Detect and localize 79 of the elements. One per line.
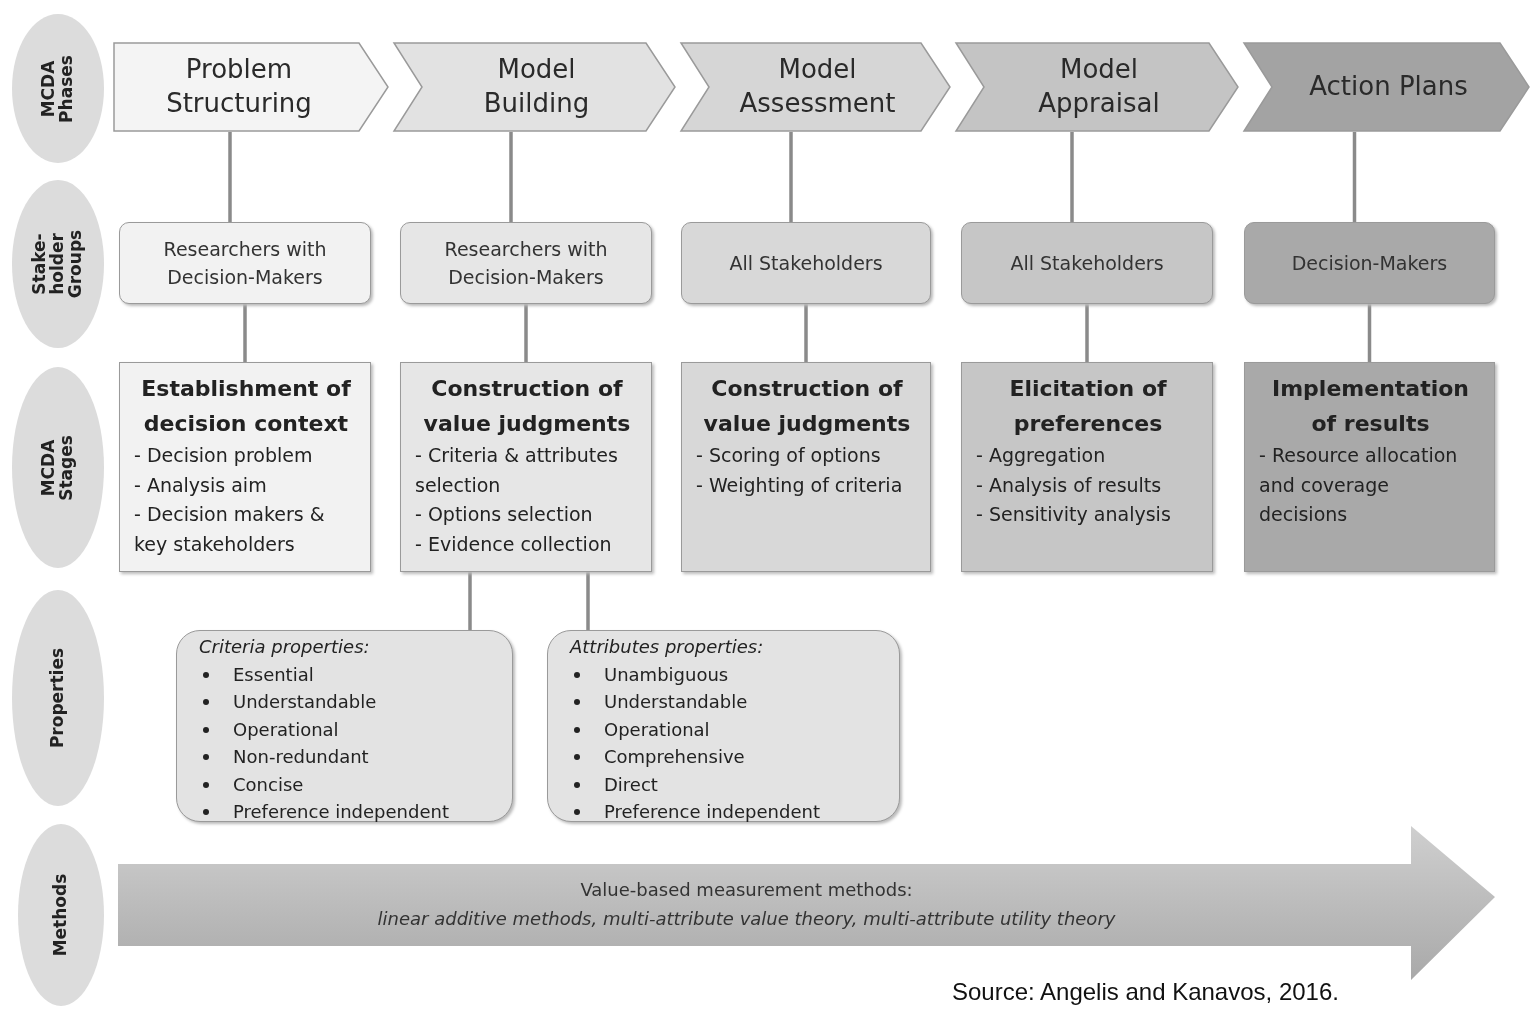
methods-arrow [118,826,1495,980]
stage-item: - Criteria & attributes selection [415,443,619,498]
phase-banner [113,42,389,132]
stage-heading: Elicitation of preferences [1008,375,1168,439]
stakeholder-text: All Stakeholders [729,250,883,276]
stakeholder-box [400,222,652,304]
row-label: MCDA Phases [40,53,76,125]
stage-box [119,362,371,572]
stage-item: - Weighting of criteria [696,472,904,498]
stage-box [961,362,1213,572]
stakeholder-box [961,222,1213,304]
row-label: Properties [49,646,67,751]
stage-item: - Analysis aim [134,472,268,498]
methods-list: linear additive methods, multi-attribute value theory, multi-attribute utility theory [377,905,1116,934]
stage-item: - Decision makers & key stakeholders [134,502,326,557]
phase-banner [680,42,951,132]
stage-item: - Evidence collection [415,531,613,557]
connector-line [804,304,808,362]
property-item: Understandable [570,688,889,716]
stakeholder-text: All Stakeholders [1010,250,1164,276]
property-item: Direct [570,770,889,798]
methods-heading: Value-based measurement methods: [580,878,913,903]
property-item: Comprehensive [570,743,889,771]
connector-line [468,572,472,630]
stakeholder-text: Decision-Makers [1291,250,1448,276]
properties-box [547,630,900,822]
stage-box [400,362,652,572]
stage-heading: Implementation of results [1271,375,1470,439]
phase-title: Model Appraisal [1037,53,1161,120]
connector-line [586,572,590,630]
property-item: Essential [199,660,502,688]
stage-heading: Construction of value judgments [422,375,632,439]
stage-box [1244,362,1495,572]
row-label: Stake- holder Groups [31,229,85,299]
connector-line [524,304,528,362]
stage-item: - Options selection [415,502,594,528]
connector-line [1367,304,1372,362]
property-item: Unambiguous [570,660,889,688]
property-item: Understandable [199,688,502,716]
connector-line [1070,132,1074,222]
stage-item: - Resource allocation and coverage decisions [1259,443,1459,528]
stage-heading: Establishment of decision context [140,375,352,439]
property-item: Non-redundant [199,743,502,771]
stakeholder-text: Researchers with Decision-Makers [162,236,328,290]
property-item: Operational [199,715,502,743]
source-note: Source: Angelis and Kanavos, 2016. [952,978,1339,1006]
phase-banner [1243,42,1530,132]
property-item: Operational [570,715,889,743]
stakeholder-box [1244,222,1495,304]
properties-heading: Attributes properties: [570,635,765,659]
row-label: MCDA Stages [40,433,76,503]
phase-title: Action Plans [1309,70,1468,104]
phase-banner [393,42,676,132]
connector-line [243,304,247,362]
stage-box [681,362,931,572]
phase-title: Model Assessment [738,53,897,120]
connector-line [509,132,513,222]
stage-item: - Decision problem [134,443,314,469]
stakeholder-box [681,222,931,304]
phase-banner [955,42,1239,132]
phase-title: Model Building [482,53,591,120]
stakeholder-box [119,222,371,304]
stage-item: - Scoring of options [696,443,882,469]
property-item: Preference independent [199,798,502,826]
stakeholder-text: Researchers with Decision-Makers [443,236,609,290]
properties-box [176,630,513,822]
connector-line [789,132,793,222]
stage-item: - Sensitivity analysis [976,502,1172,528]
phase-title: Problem Structuring [165,53,313,120]
properties-heading: Criteria properties: [199,635,371,659]
stage-item: - Analysis of results [976,472,1163,498]
stage-item: - Aggregation [976,443,1107,469]
connector-line [1352,132,1357,222]
property-item: Concise [199,770,502,798]
connector-line [1085,304,1089,362]
property-item: Preference independent [570,798,889,826]
stage-heading: Construction of value judgments [702,375,912,439]
connector-line [228,132,232,222]
row-label: Methods [52,872,70,959]
